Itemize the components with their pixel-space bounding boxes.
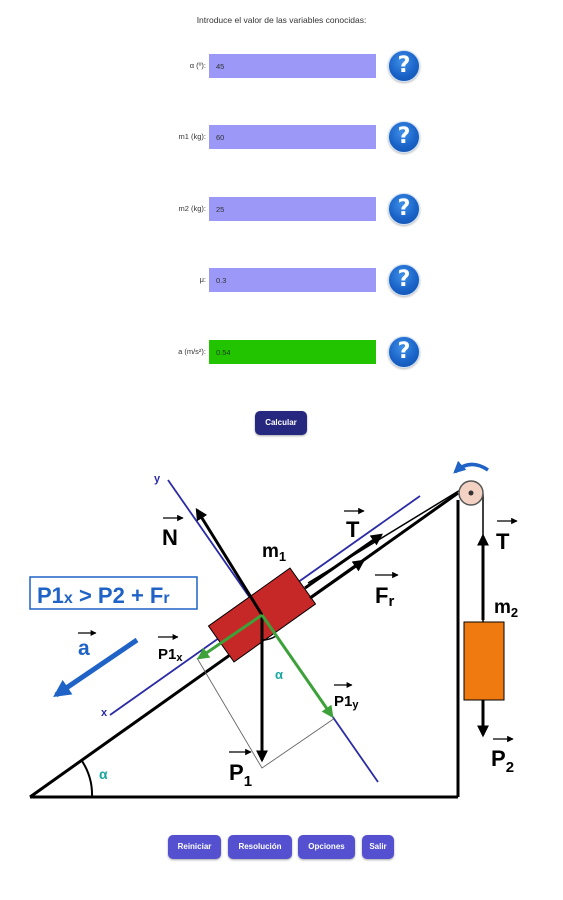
t2-label: T bbox=[496, 529, 510, 554]
n-label: N bbox=[162, 525, 178, 550]
angle-help-icon[interactable]: ? bbox=[388, 50, 420, 82]
inclined-plane-diagram: α x y m1 N T Fr P1 α P1x P1y P1x > P2 + … bbox=[29, 460, 518, 799]
friction-row: μ: ? bbox=[0, 264, 563, 296]
pulley-rotation-arrow bbox=[453, 460, 489, 474]
reiniciar-button[interactable]: Reiniciar bbox=[168, 835, 221, 859]
acceleration-label: a (m/s²): bbox=[178, 347, 206, 356]
angle-input[interactable] bbox=[209, 54, 376, 78]
condition-text: P1x > P2 + Fr bbox=[37, 583, 170, 608]
mass2-label: m2 (kg): bbox=[178, 204, 206, 213]
calcular-button[interactable]: Calcular bbox=[255, 411, 307, 435]
mass1-input[interactable] bbox=[209, 125, 376, 149]
p1y-component-arrow bbox=[260, 614, 334, 718]
block-angle-label: α bbox=[275, 667, 283, 682]
acceleration-row: a (m/s²): ? bbox=[0, 336, 563, 368]
base-angle-arc bbox=[81, 760, 94, 798]
block-m2 bbox=[463, 621, 505, 701]
base-angle-label: α bbox=[99, 766, 108, 782]
p1-label: P1 bbox=[229, 760, 252, 790]
mass2-help-icon[interactable]: ? bbox=[388, 193, 420, 225]
resolucion-button[interactable]: Resolución bbox=[228, 835, 292, 859]
instructions-text: Introduce el valor de las variables cono… bbox=[196, 15, 367, 25]
p1x-label: P1x bbox=[158, 646, 183, 664]
pulley-axle bbox=[468, 490, 474, 496]
m1-label: m1 bbox=[262, 541, 286, 564]
mass1-label: m1 (kg): bbox=[178, 132, 206, 141]
acceleration-arrow bbox=[53, 637, 139, 698]
tension1-arrow bbox=[304, 533, 383, 590]
mass2-input[interactable] bbox=[209, 197, 376, 221]
angle-row: α (º): ? bbox=[0, 50, 563, 82]
friction-help-icon[interactable]: ? bbox=[388, 264, 420, 296]
acceleration-result-field[interactable] bbox=[209, 340, 376, 364]
y-axis-label: y bbox=[154, 473, 161, 485]
mass1-help-icon[interactable]: ? bbox=[388, 121, 420, 153]
a-label: a bbox=[78, 637, 90, 660]
condition-box bbox=[29, 576, 198, 610]
t1-label: T bbox=[346, 517, 360, 542]
x-axis-label: x bbox=[101, 707, 108, 719]
opciones-button[interactable]: Opciones bbox=[298, 835, 355, 859]
friction-arrow bbox=[309, 559, 365, 600]
fr-label: Fr bbox=[375, 583, 394, 610]
m2-label: m2 bbox=[494, 597, 518, 620]
angle-label: α (º): bbox=[189, 61, 206, 70]
mass1-row: m1 (kg): ? bbox=[0, 121, 563, 153]
p1y-label: P1y bbox=[334, 693, 359, 711]
friction-input[interactable] bbox=[209, 268, 376, 292]
projection-lines bbox=[196, 657, 336, 769]
p2-label: P2 bbox=[491, 746, 514, 776]
friction-label: μ: bbox=[199, 275, 206, 284]
mass2-row: m2 (kg): ? bbox=[0, 193, 563, 225]
salir-button[interactable]: Salir bbox=[362, 835, 394, 859]
p1x-component-arrow bbox=[197, 613, 263, 660]
normal-force-arrow bbox=[195, 507, 264, 616]
acceleration-help-icon[interactable]: ? bbox=[388, 336, 420, 368]
